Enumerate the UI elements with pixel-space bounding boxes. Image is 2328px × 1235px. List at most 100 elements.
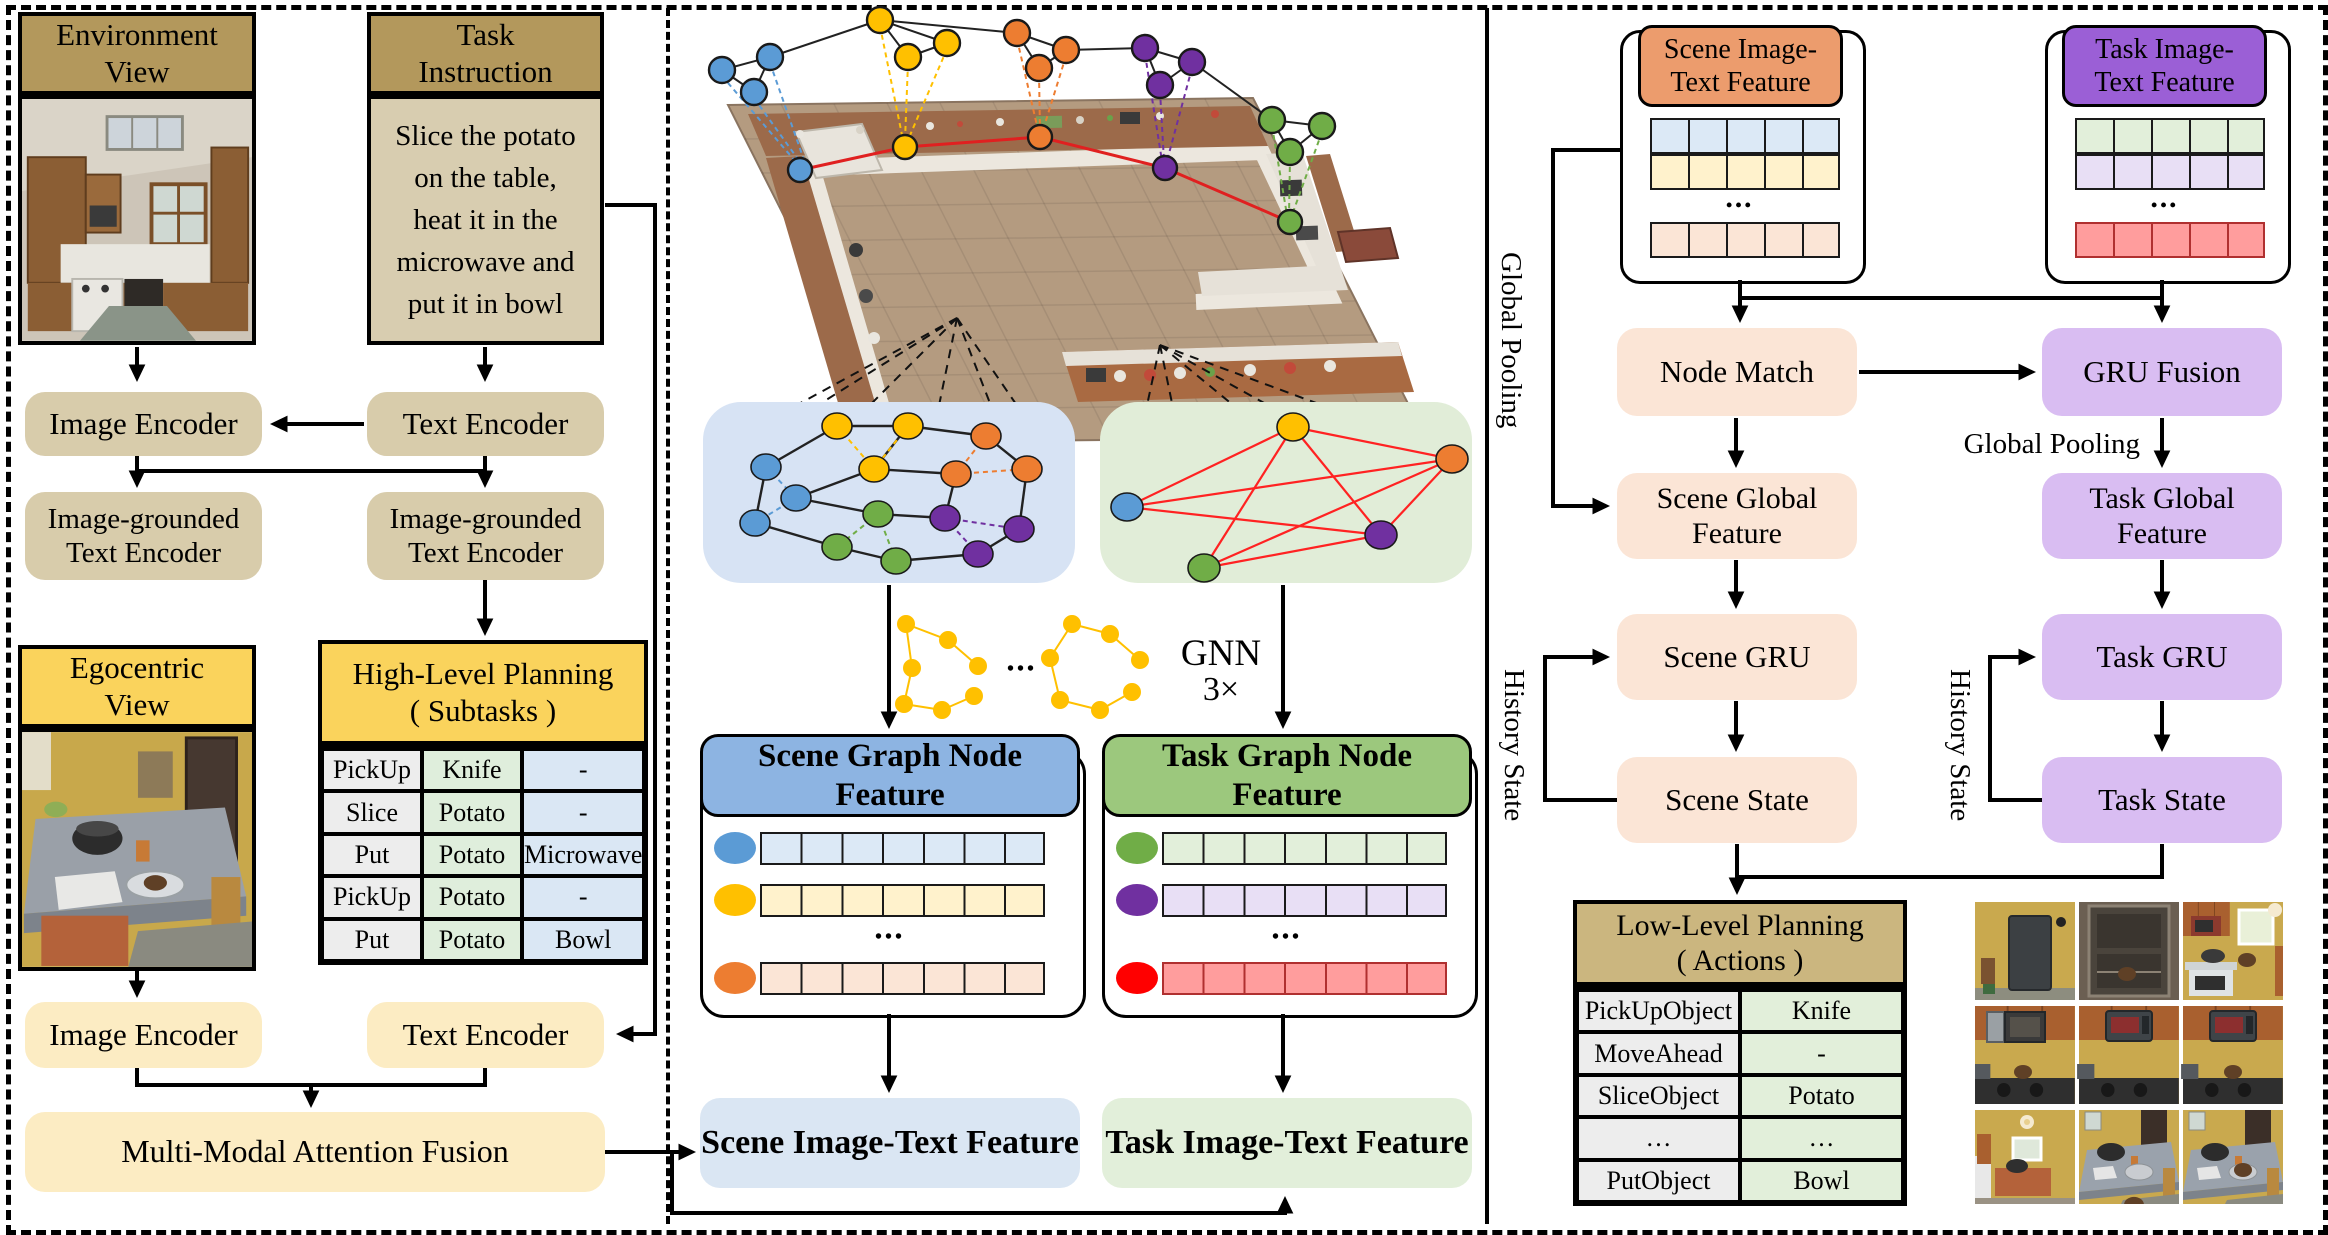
task-feature-row-purple (1162, 884, 1447, 917)
frame-door-hall (1975, 902, 2075, 1000)
subtask-action: Put (322, 833, 422, 877)
cluster-to-map-dashed (721, 25, 1323, 216)
action-object: Knife (1740, 990, 1903, 1033)
scene-it-row-yellow (1650, 154, 1840, 190)
topdown-kitchen-map (726, 96, 1427, 444)
subtask-object: Potato (422, 833, 522, 877)
scene-graph-node-feature-box: Scene Graph Node Feature (700, 734, 1080, 817)
task-node-icons (1116, 832, 1158, 994)
task-instruction-title-line1: Task (456, 16, 515, 52)
subtask-object: Potato (422, 876, 522, 919)
action-name: MoveAhead (1577, 1032, 1740, 1075)
task-global-feature-box: Task Global Feature (2042, 473, 2282, 559)
egocentric-view-header: Egocentric View (18, 645, 256, 728)
subtask-target: - (522, 791, 645, 834)
gnn-dots: ••• (1006, 658, 1037, 681)
task-it-dots: ••• (2151, 195, 2179, 216)
high-level-planning-header: High-Level Planning ( Subtasks ) (318, 640, 648, 745)
agent-trajectory (786, 123, 1304, 236)
action-object: … (1740, 1117, 1903, 1160)
frame-table-potato-in-bowl (2182, 1109, 2284, 1204)
task-it-row-green (2075, 118, 2265, 154)
action-object: Potato (1740, 1074, 1903, 1118)
scene-graph (703, 402, 1075, 583)
node-match-box: Node Match (1617, 328, 1857, 416)
history-state-left-label: History State (1498, 668, 1531, 822)
action-name: SliceObject (1577, 1074, 1740, 1118)
scene-it-dots: ••• (1726, 195, 1754, 216)
figure-border (6, 5, 2328, 1235)
scene-it-row-blue (1650, 118, 1840, 154)
global-pooling-right-label: Global Pooling (1963, 428, 2140, 460)
frame-open-oven (2079, 902, 2179, 1000)
gnn-iterations: 3× (1202, 670, 1240, 708)
image-grounded-text-encoder-right: Image-grounded Text Encoder (367, 492, 604, 580)
subtask-target: Bowl (522, 918, 645, 961)
environment-view-header: Environment View (18, 12, 256, 95)
frame-table-potato-out (2078, 1109, 2180, 1204)
text-encoder-box: Text Encoder (367, 392, 604, 456)
action-name: … (1577, 1117, 1740, 1160)
scene-feature-row-blue (760, 832, 1045, 865)
subtask-object: Knife (422, 749, 522, 792)
subtask-action: Slice (322, 791, 422, 834)
multimodal-attention-fusion-box: Multi-Modal Attention Fusion (25, 1112, 605, 1192)
subtask-object: Potato (422, 918, 522, 961)
task-feature-row-green (1162, 832, 1447, 865)
subtask-target: Microwave (522, 833, 645, 877)
scene-image-text-feature-box: Scene Image-Text Feature (700, 1098, 1080, 1188)
action-object: Bowl (1740, 1159, 1903, 1202)
subtask-action: PickUp (322, 876, 422, 919)
environment-view-title-line1: Environment (56, 16, 218, 52)
action-table: PickUpObject Knife MoveAhead - SliceObje… (1573, 986, 1907, 1206)
action-object: - (1740, 1032, 1903, 1075)
low-level-planning-header: Low-Level Planning ( Actions ) (1573, 900, 1907, 986)
image-encoder-box: Image Encoder (25, 392, 262, 456)
task-graph (1100, 402, 1472, 583)
subtask-action: PickUp (322, 749, 422, 792)
frame-microwave-closed (2077, 1005, 2180, 1104)
task-state-box: Task State (2042, 757, 2282, 843)
task-graph-node-feature-box: Task Graph Node Feature (1102, 734, 1472, 817)
task-feature-dots: ••• (1271, 926, 1302, 949)
gnn-label: GNN (1180, 633, 1262, 675)
scene-node-icons (714, 832, 756, 994)
middle-right-divider (1485, 8, 1489, 1224)
environment-view-image (18, 95, 256, 345)
scene-state-box: Scene State (1617, 757, 1857, 843)
subtask-target: - (522, 749, 645, 792)
task-instruction-header: Task Instruction (367, 12, 604, 95)
subtask-action: Put (322, 918, 422, 961)
scene-gru-box: Scene GRU (1617, 614, 1857, 700)
object-node-clusters (707, 5, 1337, 216)
task-image-text-header: Task Image- Text Feature (2062, 25, 2267, 107)
text-encoder-box-2: Text Encoder (367, 1002, 604, 1068)
global-pooling-left-label: Global Pooling (1495, 251, 1528, 429)
task-feature-row-red (1162, 962, 1447, 995)
scene-it-row-peach (1650, 222, 1840, 258)
environment-view-title-line2: View (104, 53, 170, 89)
scene-feature-dots: ••• (874, 926, 905, 949)
scene-feature-row-yellow (760, 884, 1045, 917)
action-frames-grid (1975, 902, 2284, 1204)
egocentric-view-image (18, 728, 256, 971)
task-it-row-red (2075, 222, 2265, 258)
task-it-row-lavender (2075, 154, 2265, 190)
action-name: PutObject (1577, 1159, 1740, 1202)
frame-microwave-potato (2181, 1005, 2284, 1104)
subtask-table: PickUp Knife - Slice Potato - Put Potato… (318, 745, 648, 965)
task-instruction-text: Slice the potato on the table, heat it i… (367, 95, 604, 345)
image-grounded-text-encoder-left: Image-grounded Text Encoder (25, 492, 262, 580)
scene-global-feature-box: Scene Global Feature (1617, 473, 1857, 559)
task-gru-box: Task GRU (2042, 614, 2282, 700)
scene-feature-row-orange (760, 962, 1045, 995)
gru-fusion-box: GRU Fusion (2042, 328, 2282, 416)
gnn-mini-graphs (895, 615, 1149, 719)
subtask-target: - (522, 876, 645, 919)
frame-kitchen-window (2182, 902, 2283, 1000)
history-state-right-label: History State (1944, 668, 1977, 822)
action-name: PickUpObject (1577, 990, 1740, 1033)
cluster-nodes (707, 5, 1337, 167)
